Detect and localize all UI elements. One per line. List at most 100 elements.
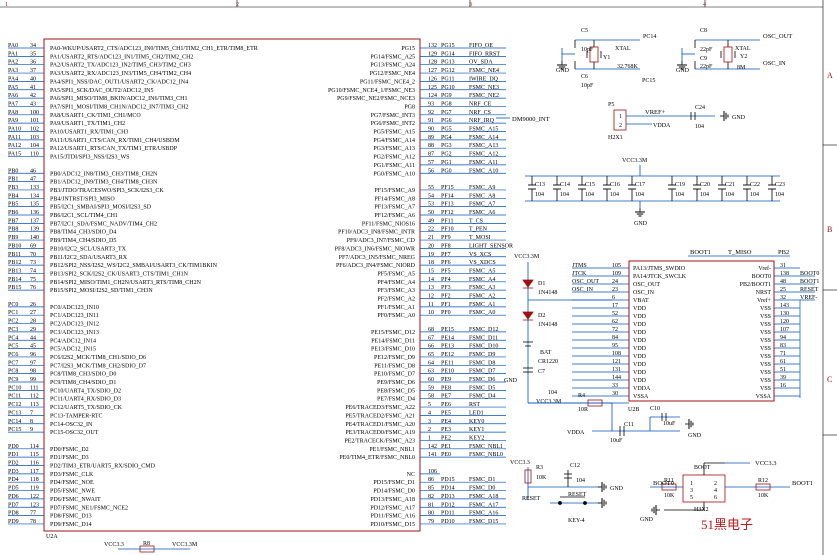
mcu-right-pin-name: PE6/TRACED3/FSMC_A22 [345, 405, 415, 411]
mcu-right-pin-port: PF8 [441, 243, 451, 249]
boot-pin-6: 6 [714, 495, 717, 501]
mcu-left-pin-net: PC9 [8, 377, 18, 383]
mcu-right-pin-net: FSMC_NBL0 [469, 452, 503, 458]
mcu-left-pin-name: PA6/SPI1_MISO/TIM8_BKIN/ADC12_IN6/TIM3_C… [50, 96, 187, 102]
mcu-left-pin-num: 41 [30, 85, 36, 91]
mcu-right-pin-port: PF14 [441, 193, 454, 199]
boot-header: H3X2 [694, 507, 709, 513]
u2b-right-pin-net: VREF- [800, 295, 817, 301]
mcu-left-pin-name: PD8/FSMC_D13 [50, 514, 92, 520]
mcu-left-pin-name: PA15/JTDI/SPI3_NSS/I2S3_WS [50, 155, 129, 161]
mcu-right-pin-name: PG3/FSMC_A13 [373, 146, 415, 152]
mcu-right-pin-port: PE15 [441, 327, 454, 333]
mcu-left-pin-net: PD2 [8, 461, 19, 467]
mcu-right-pin-name: PE12/FSMC_D9 [374, 355, 415, 361]
mcu-right-pin-num: 49 [428, 218, 434, 224]
u2b-boot1-top: BOOT1 [690, 249, 711, 256]
mcu-left-pin-net: PD3 [8, 469, 19, 475]
mcu-left-pin-num: 123 [30, 502, 39, 508]
u2b-right-pin-net: RESET [800, 287, 819, 293]
mcu-left-pin-name: PD6/FSMC_NWAIT [50, 497, 101, 503]
mcu-right-pin-net: FSMC_A4 [469, 277, 495, 283]
u2b-left-pin-name: VDD [633, 354, 647, 360]
mcu-left-pin-name: PA9/USART1_TX/TIM1_CH2 [50, 121, 125, 127]
mcu-left-pin-net: PA3 [8, 68, 18, 74]
u2b-vcc: VCC3.3M [536, 399, 562, 405]
mcu-right-pin-num: 81 [428, 502, 434, 508]
mcu-left-pin-net: PD6 [8, 494, 19, 500]
mcu-left-pin-net: PC6 [8, 352, 18, 358]
osc32-circuit [556, 39, 640, 70]
mcu-left-pin-net: PA15 [8, 152, 21, 158]
mcu-right-pin-port: PF6 [441, 260, 451, 266]
u2b-r4-ref: R4 [578, 393, 585, 399]
mcu-left-pin-num: 9 [30, 427, 33, 433]
mcu-right-pin-net: FSMC_A2 [469, 294, 495, 300]
mcu-right-pin-name: PE0/TIM4_ETR/FSMC_NBL0 [339, 455, 415, 461]
mcu-right-pin-port: PF7 [441, 252, 451, 258]
frame-row-a: A [827, 71, 833, 80]
mcu-left-pin-num: 101 [30, 118, 39, 124]
mcu-left-pin-net: PC12 [8, 402, 21, 408]
mcu-left-pin-num: 122 [30, 494, 39, 500]
mcu-left-pin-name: PC2/ADC123_IN12 [50, 322, 99, 328]
mcu-left-pin-net: PD8 [8, 511, 19, 517]
mcu-right-pin-net: LED1 [469, 410, 484, 416]
vref-gnd: GND [732, 115, 746, 121]
u2b-power-wiring [528, 399, 694, 436]
mcu-left-pin-num: 44 [30, 335, 36, 341]
mcu-left-pin-net: PA5 [8, 85, 18, 91]
boot-r12-ref: R12 [758, 478, 768, 484]
mcu-right-pin-name: PE11/FSMC_D8 [374, 363, 415, 369]
mcu-right-pin-num: 88 [428, 143, 434, 149]
mcu-left-pin-net: PB13 [8, 268, 21, 274]
mcu-right-pin-name: PF12/FSMC_A6 [374, 213, 415, 219]
mcu-right-pin-name: PG8 [404, 104, 415, 110]
mcu-right-pin-num: 127 [428, 68, 437, 74]
mcu-right-pin-net: IWIRE_DQ [469, 76, 499, 82]
boot-r11-ref: R11 [664, 478, 674, 484]
mcu-right-pin-port: PG4 [441, 135, 452, 141]
u2b-left-pin-num: 30 [612, 391, 618, 397]
mcu-right-pin-net: FSMC_A3 [469, 285, 495, 291]
mcu-left-pin-name: PD5/FSMC_NWE [50, 489, 95, 495]
u2b-right-pin-num: 71 [780, 351, 786, 357]
mcu-left-pin-name: PB3/JTDO/TRACESWO/SPI3_SCK/I2S3_CK [50, 188, 164, 194]
mcu-right-pin-num: 59 [428, 385, 434, 391]
u2b-left-pin-net: OSC_IN [572, 287, 594, 293]
mcu-left-pin-net: PC13 [8, 410, 21, 416]
u2b-left-pin-name: OSC_OUT [633, 282, 660, 288]
mcu-right-pin-num: 54 [428, 193, 434, 199]
mcu-left-pin-num: 28 [30, 319, 36, 325]
mcu-left-pin-num: 35 [30, 51, 36, 57]
mcu-right-pin-num: 57 [428, 160, 434, 166]
mcu-right-pin-num: 50 [428, 210, 434, 216]
decap-ref: C19 [675, 182, 685, 188]
u2b-left-pin-num: 52 [612, 311, 618, 317]
mcu-right-pin-name: PE14/FSMC_D11 [371, 338, 415, 344]
frame-row-c: C [827, 375, 832, 384]
mcu-right-pin-port: PG8 [441, 101, 452, 107]
mcu-right-pin-name: PF5/FSMC_A5 [377, 271, 415, 277]
u2b-right-pin-num: 138 [780, 271, 789, 277]
mcu-left-pin-name: PC14-OSC32_IN [50, 422, 93, 428]
mcu-left-pin-name: PB11/I2C2_SDA/USART3_RX [50, 255, 128, 261]
mcu-right-pin-net: FSMC_A15 [469, 127, 498, 133]
brand-watermark: 51黑电子 [701, 517, 753, 532]
mcu-right-pin-num: 11 [428, 302, 434, 308]
battery-d1-ref: D1 [538, 281, 545, 287]
u2b-right-pin-num: 94 [780, 335, 786, 341]
mcu-left-pin-net: PA0 [8, 43, 18, 49]
vref-c24-ref: C24 [695, 105, 705, 111]
mcu-left-pin-net: PB7 [8, 218, 18, 224]
mcu-left-pin-net: PA9 [8, 118, 18, 124]
u2b-right-pin-name: Vref+ [757, 297, 772, 304]
u2b-r4-val: 10R [578, 407, 588, 413]
mcu-left-pin-net: PD0 [8, 444, 19, 450]
mcu-right-pin-num: 87 [428, 152, 434, 158]
mcu-left-pin-net: PA7 [8, 101, 18, 107]
mcu-right-pin-net: FSMC_A13 [469, 143, 498, 149]
boot-pin-1: 1 [690, 481, 693, 487]
mcu-left-pin-net: PB4 [8, 193, 18, 199]
mcu-right-pin-port: PD14 [441, 486, 455, 492]
